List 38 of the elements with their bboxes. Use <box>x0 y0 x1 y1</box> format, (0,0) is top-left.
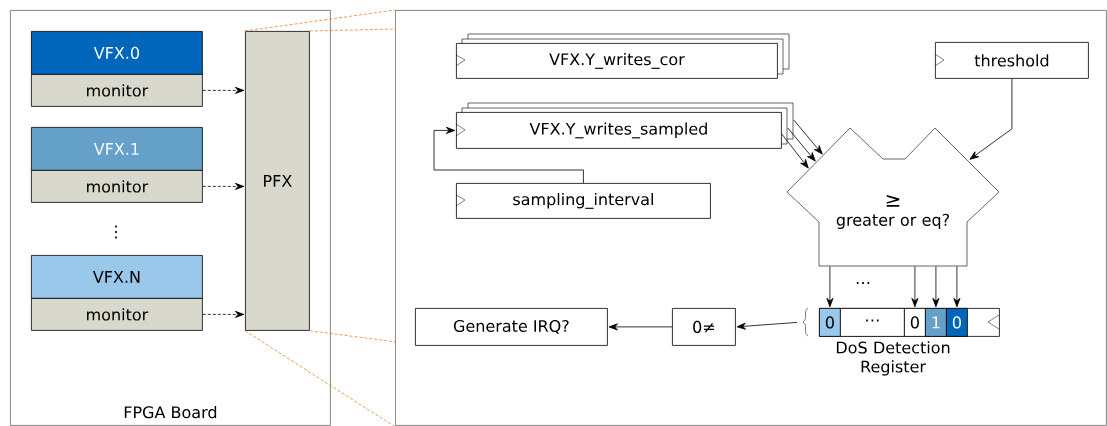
ellipsis: ⋯ <box>856 282 870 284</box>
zoom-line <box>244 9 396 32</box>
arrow <box>202 310 245 318</box>
vfx-header: VFX.N <box>31 255 203 299</box>
register-bit: 0 <box>946 308 968 337</box>
process-box: Generate IRQ? <box>415 308 608 346</box>
monitor-box: monitor <box>31 74 203 107</box>
arrow <box>608 323 673 331</box>
arrow <box>826 266 834 308</box>
register-bit: 0 <box>819 308 841 337</box>
stacked-register-box: VFX.Y_writes_cor <box>455 33 790 79</box>
arrow <box>793 119 823 155</box>
node-label: DoS Detection Register <box>836 341 950 376</box>
process-box: 0≠ <box>672 308 736 346</box>
register-bit: 1 <box>925 308 947 337</box>
register-bit: 0 <box>904 308 926 337</box>
arrow <box>969 78 1013 160</box>
register-box: sampling_interval <box>455 183 711 219</box>
zoom-line <box>309 28 396 32</box>
register-box: threshold <box>934 42 1089 79</box>
arrow <box>953 266 961 308</box>
arrow <box>433 126 584 184</box>
zoom-line <box>244 330 396 426</box>
arrow <box>787 127 816 162</box>
arrow <box>911 266 919 308</box>
arrow <box>781 133 809 169</box>
pfx-block: PFX <box>245 31 310 331</box>
monitor-box: monitor <box>31 298 203 331</box>
arrow <box>202 86 245 94</box>
arrow <box>202 182 245 190</box>
arrow <box>932 266 940 308</box>
stacked-register-box: VFX.Y_writes_sampled <box>455 102 794 149</box>
ellipsis: ⋮ <box>115 225 117 239</box>
zoom-line <box>309 330 396 343</box>
vfx-header: VFX.1 <box>31 127 203 171</box>
vfx-header: VFX.0 <box>31 31 203 75</box>
monitor-box: monitor <box>31 170 203 203</box>
arrow <box>736 322 798 330</box>
